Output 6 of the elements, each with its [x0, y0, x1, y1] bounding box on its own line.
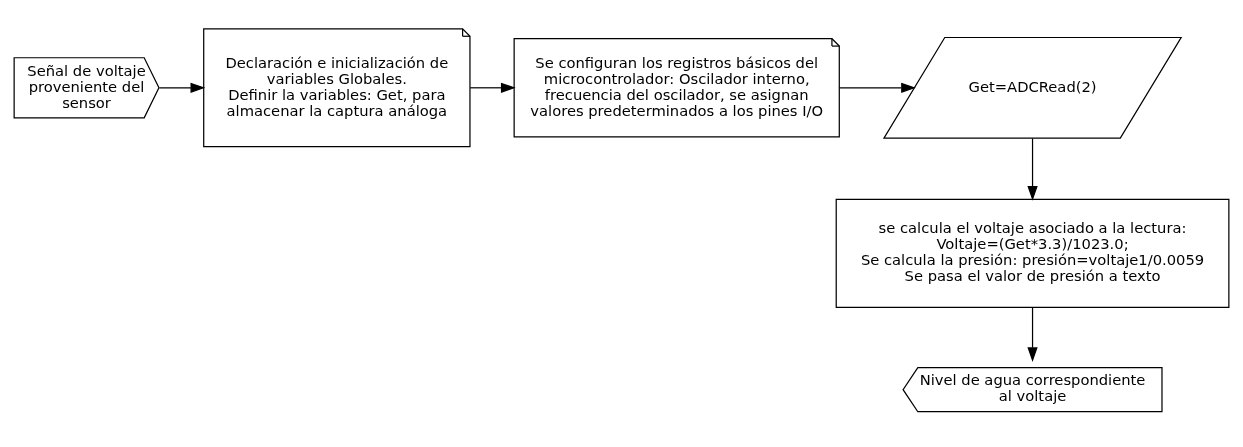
arrow	[1027, 137, 1038, 201]
arrow	[469, 82, 516, 93]
arrow	[1027, 306, 1038, 362]
arrow	[158, 82, 206, 93]
node-box: se calcula el voltaje asociado a la lectura: Voltaje=(Get*3.3)/1023.0; Se calcula la presión: presión=voltaje1/0.0059 Se pasa el valor de presión a texto	[835, 198, 1230, 308]
arrow	[838, 82, 916, 93]
